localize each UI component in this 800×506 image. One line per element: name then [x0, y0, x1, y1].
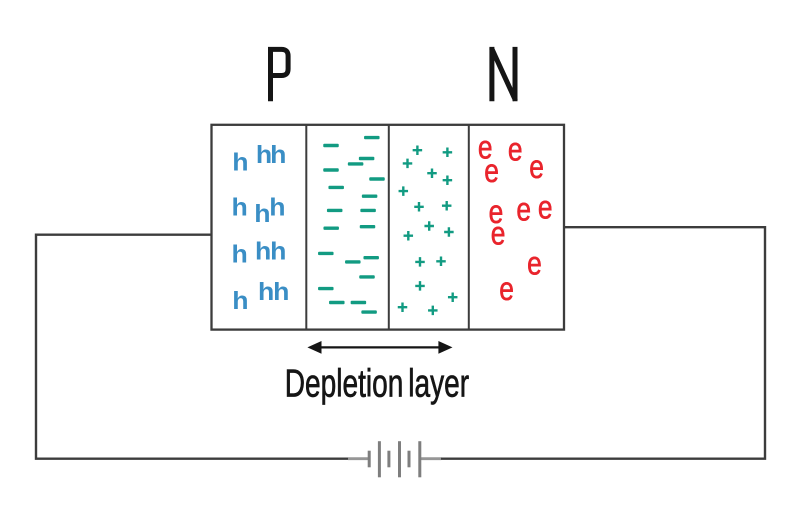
svg-text:h: h [254, 201, 270, 228]
svg-text:e: e [508, 132, 523, 168]
svg-text:Depletion layer: Depletion layer [285, 362, 469, 406]
svg-text:h: h [256, 142, 272, 169]
svg-text:h: h [232, 194, 248, 221]
svg-text:h: h [270, 238, 286, 265]
svg-text:e: e [529, 149, 544, 185]
svg-text:e: e [499, 271, 514, 307]
svg-text:h: h [232, 241, 248, 268]
svg-text:h: h [270, 142, 286, 169]
svg-text:h: h [232, 149, 248, 176]
svg-text:e: e [484, 153, 499, 189]
svg-text:e: e [489, 194, 504, 230]
svg-text:h: h [269, 194, 285, 221]
svg-text:e: e [538, 190, 553, 226]
svg-text:h: h [273, 279, 289, 306]
svg-text:h: h [258, 279, 274, 306]
svg-text:e: e [527, 246, 542, 282]
svg-text:h: h [232, 288, 248, 315]
svg-text:e: e [478, 130, 493, 166]
svg-text:h: h [255, 238, 271, 265]
svg-text:e: e [491, 216, 506, 252]
svg-text:e: e [516, 192, 531, 228]
